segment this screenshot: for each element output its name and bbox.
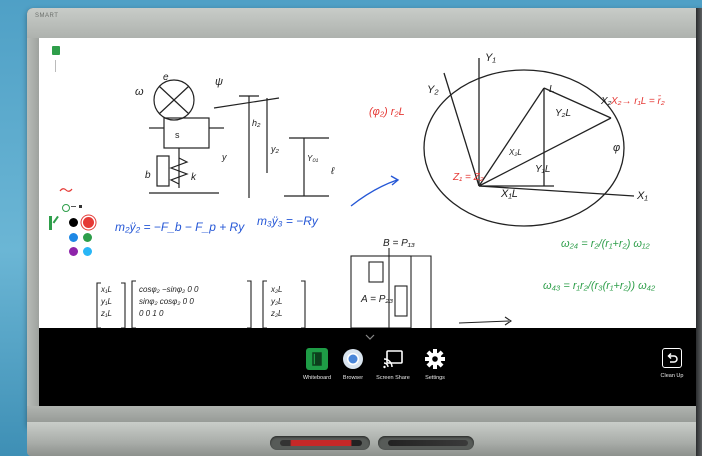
dock-item-label: Browser — [342, 375, 364, 381]
label-psi: ψ — [215, 76, 224, 88]
dock-whiteboard-button[interactable]: Whiteboard — [291, 348, 343, 381]
drawing-layer — [96, 58, 635, 328]
toolbar-handle[interactable] — [55, 60, 56, 72]
eraser-icon[interactable] — [62, 204, 70, 212]
label-y1l: Y₁L — [535, 164, 551, 175]
label-a-eq: A = P₂₃ — [361, 294, 394, 305]
chrome-icon — [342, 348, 364, 370]
equation-m3: m₃ÿ₃ = −Ry — [257, 214, 318, 228]
label-point-l: L — [549, 84, 555, 95]
chevron-down-icon[interactable] — [365, 334, 375, 340]
undo-icon — [662, 348, 682, 368]
matrix-left-row: y₁L — [101, 297, 112, 306]
dock-screen-share-button[interactable]: Screen Share — [367, 348, 419, 381]
color-green[interactable] — [83, 233, 92, 242]
matrix-right-row: y₂L — [271, 297, 283, 306]
label-z1-z2: Z₁ = Z₂ — [453, 172, 484, 183]
label-r1l-red: X₂→ r₁L = r̄₂ — [611, 96, 665, 107]
color-black[interactable] — [69, 218, 78, 227]
dock-item-label: Whiteboard — [302, 375, 332, 381]
matrix-rotation-row: cosφ₂ −sinφ₂ 0 0 — [139, 285, 199, 294]
matrix-right: x₂L y₂L z₂L — [271, 284, 283, 320]
whiteboard-app-icon[interactable] — [52, 46, 60, 55]
dock-settings-button[interactable]: Settings — [409, 348, 461, 381]
clean-up-button[interactable]: Clean Up — [646, 348, 698, 379]
label-phi-red: (φ₂) r₂L — [369, 106, 405, 118]
label-x2l: X₂L — [509, 148, 522, 157]
equation-w24: ω₂₄ = r₂/(r₁+r₂) ω₁₂ — [561, 238, 650, 250]
label-e: e — [163, 72, 169, 83]
matrix-rotation: cosφ₂ −sinφ₂ 0 0 sinφ₂ cosφ₂ 0 0 0 0 1 0 — [139, 284, 198, 320]
matrix-rotation-row: 0 0 1 0 — [139, 309, 164, 318]
matrix-left: x₁L y₁L z₁L — [101, 284, 112, 320]
equation-m2: m₂ÿ₂ = −F_b − F_p + Ry — [115, 220, 245, 234]
label-x1-axis: X₁ — [637, 190, 648, 202]
tool-minus-icon[interactable] — [71, 206, 76, 207]
label-x2-axis: X₂ — [601, 96, 612, 107]
label-yo1: Y₀₁ — [307, 154, 319, 163]
brand-logo: SMART — [35, 13, 59, 19]
matrix-right-row: x₂L — [271, 285, 283, 294]
whiteboard-icon — [306, 348, 328, 370]
color-blue[interactable] — [69, 233, 78, 242]
label-k: k — [191, 172, 196, 183]
color-purple[interactable] — [69, 247, 78, 256]
gear-icon — [424, 348, 446, 370]
pen-tool-icon[interactable] — [52, 215, 66, 229]
label-b-eq: B = P₁₃ — [383, 238, 415, 249]
dock-browser-button[interactable]: Browser — [327, 348, 379, 381]
color-red[interactable] — [83, 217, 94, 228]
pen-stroke-icon[interactable] — [59, 186, 73, 194]
launcher-dock: Whiteboard Browser Screen Share — [39, 328, 702, 406]
bezel-top — [27, 8, 702, 38]
whiteboard-canvas[interactable]: ω e ψ s b k y h₂ y₂ Y₀₁ ℓ m₂ÿ₂ = −F_b − … — [39, 38, 702, 328]
label-y2l: Y₂L — [555, 108, 572, 119]
active-tool-indicator — [49, 216, 52, 230]
label-l: ℓ — [331, 166, 335, 177]
dock-item-label: Settings — [425, 375, 445, 381]
label-y2-axis: Y₂ — [427, 84, 439, 96]
clean-up-label: Clean Up — [660, 373, 684, 379]
label-y: y — [222, 152, 227, 162]
display-right-edge — [696, 8, 702, 456]
equation-w43: ω₄₃ = r₁r₂/(r₃(r₁+r₂)) ω₄₂ — [543, 280, 656, 292]
matrix-left-row: x₁L — [101, 285, 112, 294]
black-pen[interactable] — [388, 440, 468, 446]
matrix-rotation-row: sinφ₂ cosφ₂ 0 0 — [139, 297, 194, 306]
color-more[interactable] — [83, 247, 92, 256]
label-b: b — [145, 170, 151, 181]
screen-share-icon — [382, 348, 404, 370]
whiteboard-toolbar — [39, 38, 94, 328]
dock-item-label: Screen Share — [376, 375, 410, 381]
label-y2: y₂ — [271, 144, 279, 154]
label-y1-axis: Y₁ — [485, 52, 496, 64]
tool-size-icon[interactable] — [79, 205, 82, 208]
matrix-left-row: z₁L — [101, 309, 112, 318]
red-pen[interactable] — [280, 440, 362, 446]
label-h2: h₂ — [252, 118, 261, 128]
label-x1l: X₁L — [501, 188, 518, 200]
bezel-left — [27, 38, 39, 416]
label-omega: ω — [135, 86, 144, 98]
label-s: s — [175, 130, 180, 140]
label-phi: φ — [613, 142, 621, 154]
matrix-right-row: z₂L — [271, 309, 283, 318]
